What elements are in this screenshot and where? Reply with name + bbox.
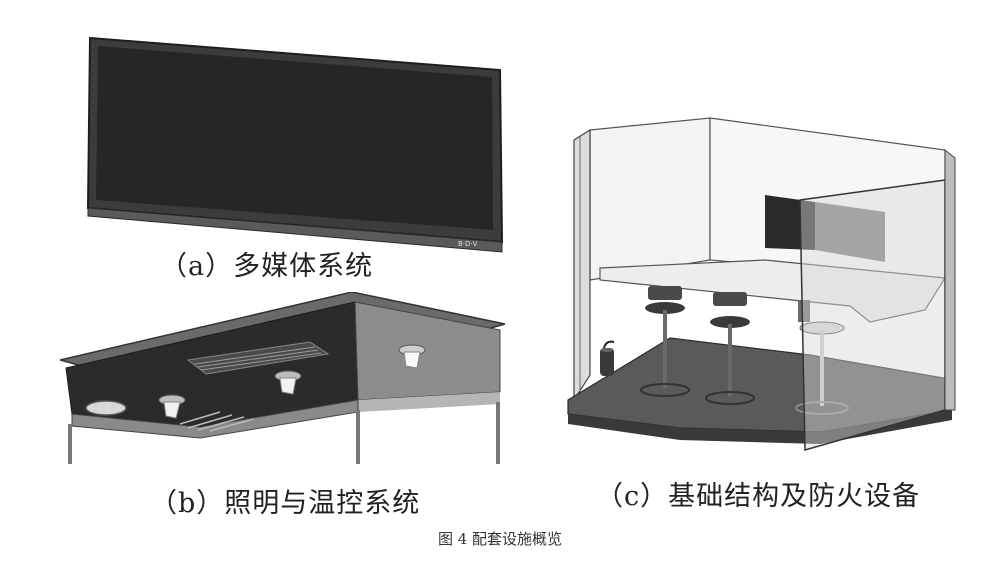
right-wall-panel <box>354 301 501 401</box>
stool-3 <box>795 300 849 415</box>
left-glass-frame <box>573 128 591 403</box>
caption-a-open-paren: （ <box>160 251 188 282</box>
air-vent-grille <box>194 346 322 371</box>
wall-monitor-right <box>815 202 885 262</box>
ceiling-grille <box>179 411 255 432</box>
left-post <box>68 424 72 464</box>
screen-bottom-bezel <box>87 207 503 253</box>
caption-c-label: c <box>624 481 641 512</box>
screen-logo: B·D·V <box>458 240 478 248</box>
caption-b-close-paren: ） <box>196 488 225 519</box>
spotlight-2 <box>274 370 302 395</box>
booth-illustration <box>567 117 956 451</box>
curved-desk <box>599 259 947 323</box>
spotlight-3 <box>398 344 426 369</box>
fire-extinguisher <box>600 340 615 376</box>
caption-c-open-paren: （ <box>596 481 624 512</box>
middle-post <box>356 410 360 464</box>
caption-a-text: 多媒体系统 <box>233 251 374 282</box>
back-left-wall <box>589 117 711 281</box>
figure-c-booth-structure <box>560 110 970 455</box>
spotlight-1 <box>158 394 186 419</box>
screen-panel <box>96 46 493 230</box>
wall-monitor-left <box>765 195 815 250</box>
caption-c-close-paren: ） <box>640 481 669 512</box>
display-screen-illustration: B·D·V <box>86 36 504 253</box>
caption-b-open-paren: （ <box>150 488 178 519</box>
figure-b-lighting-hvac <box>60 292 510 467</box>
front-glass-panel <box>799 179 946 451</box>
caption-a-label: a <box>188 251 206 282</box>
right-wall-lower <box>358 392 500 412</box>
figure-a-multimedia: B·D·V <box>80 30 510 260</box>
caption-c-text: 基础结构及防火设备 <box>668 481 921 512</box>
round-fixture <box>85 400 127 416</box>
figure-title: 图 4 配套设施概览 <box>437 530 563 548</box>
caption-b-label: b <box>178 488 197 519</box>
caption-c: （c）基础结构及防火设备 <box>596 474 920 513</box>
caption-a-close-paren: ） <box>205 251 234 282</box>
right-corner-frame <box>944 148 956 411</box>
ceiling-illustration <box>60 292 506 464</box>
stool-2 <box>705 292 755 405</box>
right-post <box>496 402 500 464</box>
caption-a: （a）多媒体系统 <box>160 244 373 283</box>
caption-b-text: 照明与温控系统 <box>224 488 421 519</box>
caption-b: （b）照明与温控系统 <box>150 481 420 520</box>
stool-1 <box>640 286 690 397</box>
